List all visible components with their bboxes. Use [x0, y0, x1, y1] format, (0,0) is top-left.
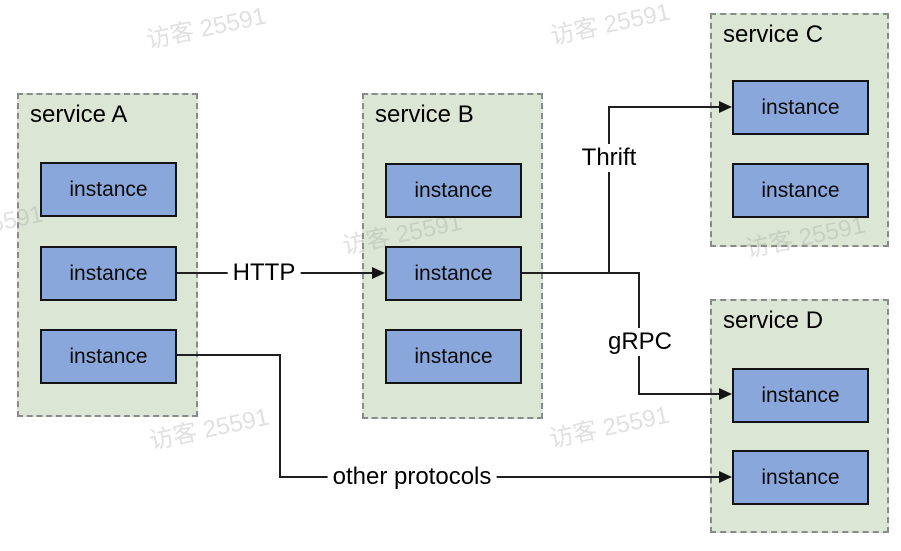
connector-line-thrift-vertical [608, 107, 610, 274]
arrowhead-right-icon [719, 101, 732, 113]
service-b-instance-3: instance [385, 329, 522, 384]
connector-label-other-protocols: other protocols [327, 463, 497, 491]
service-d-instance-1: instance [732, 368, 869, 423]
connector-line-thrift-horizontal [608, 106, 720, 108]
watermark-text: 访客 25591 [548, 0, 673, 51]
connector-label-thrift: Thrift [576, 144, 642, 172]
watermark-text: 访客 25591 [144, 2, 269, 55]
connector-label-grpc: gRPC [602, 328, 678, 356]
service-d-title: service D [723, 307, 824, 334]
service-d-instance-2: instance [732, 450, 869, 505]
connector-line-grpc-horizontal [638, 393, 720, 395]
connector-line-other-horizontal-1 [177, 354, 281, 356]
service-a-instance-1: instance [40, 162, 177, 217]
connector-line-b-out [522, 272, 640, 274]
service-c-title: service C [723, 21, 824, 48]
arrowhead-right-icon [719, 388, 732, 400]
service-b-instance-2: instance [385, 246, 522, 301]
arrowhead-right-icon [372, 267, 385, 279]
service-b-instance-1: instance [385, 163, 522, 218]
watermark-text: 访客 25591 [547, 401, 672, 454]
service-a-title: service A [30, 101, 128, 128]
service-b-title: service B [375, 101, 474, 128]
connector-label-http: HTTP [227, 259, 301, 287]
service-a-instance-3: instance [40, 329, 177, 384]
arrowhead-right-icon [719, 471, 732, 483]
service-c-instance-2: instance [732, 163, 869, 218]
service-c-instance-1: instance [732, 80, 869, 135]
connector-line-other-horizontal-2 [279, 476, 720, 478]
service-a-instance-2: instance [40, 246, 177, 301]
connector-line-other-vertical [279, 354, 281, 478]
